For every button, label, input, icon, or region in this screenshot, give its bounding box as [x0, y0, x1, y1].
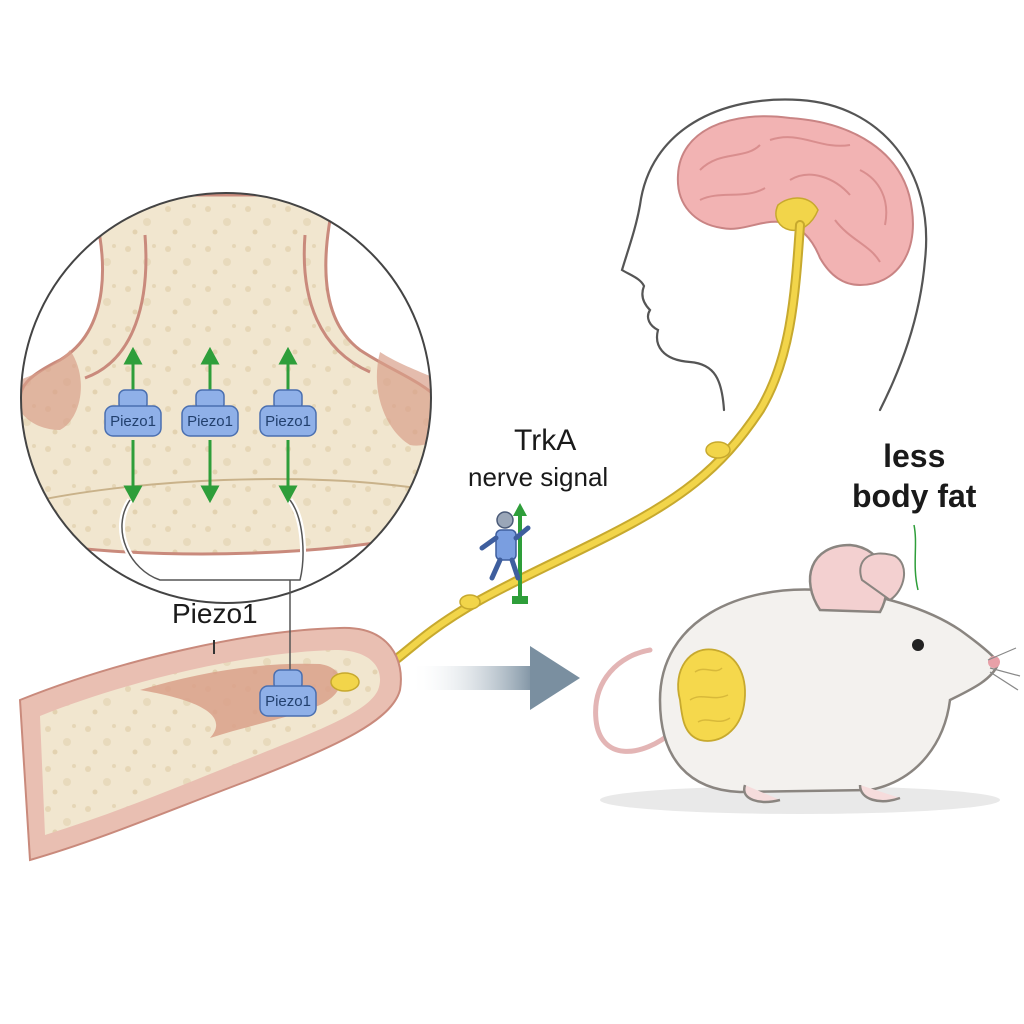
bone-section [18, 626, 402, 862]
piezo1-protein: Piezo1 [181, 389, 239, 437]
cartilage-left [21, 350, 81, 430]
protein-label: Piezo1 [265, 693, 311, 710]
protein-label: Piezo1 [187, 413, 233, 430]
mouse-ear-back [859, 552, 905, 602]
piezo1-protein: Piezo1 [259, 669, 317, 717]
mouse-tail [593, 647, 678, 754]
nerve-node [705, 441, 731, 459]
piezo1-label: Piezo1 [172, 598, 258, 629]
lower-bone-edge [39, 478, 431, 501]
fat-deposit [677, 648, 746, 742]
magnify-connector [121, 499, 304, 581]
brain-folds [699, 136, 888, 263]
protein-label: Piezo1 [110, 413, 156, 430]
brainstem [775, 197, 819, 232]
mouse-eye [912, 639, 924, 651]
cartilage-right [376, 352, 431, 446]
force-arrows [123, 346, 298, 504]
human-head [620, 98, 928, 412]
nerve-node [459, 594, 481, 610]
mouse [593, 524, 1021, 814]
nerve-signal-label: nerve signal [468, 462, 609, 492]
pointer-line [913, 524, 919, 591]
less-word: less [883, 438, 946, 474]
joint-line [84, 234, 371, 380]
magnified-view [20, 192, 432, 604]
head-outline [620, 98, 928, 412]
mouse-shadow [600, 786, 1000, 814]
trka-receptor [479, 503, 531, 604]
piezo1-protein: Piezo1 [104, 389, 162, 437]
protein-label: Piezo1 [265, 413, 311, 430]
mouse-whiskers [987, 647, 1021, 691]
less-body-fat-label: less body fat [852, 436, 976, 516]
piezo1-protein: Piezo1 [259, 389, 317, 437]
fat-texture [689, 667, 731, 723]
trka-label: TrkA [514, 424, 577, 457]
body-fat-word: body fat [852, 478, 977, 514]
effect-arrow [410, 646, 580, 710]
joint-bone [21, 193, 431, 556]
nerve-ending [330, 672, 360, 692]
mouse-feet [743, 784, 901, 804]
